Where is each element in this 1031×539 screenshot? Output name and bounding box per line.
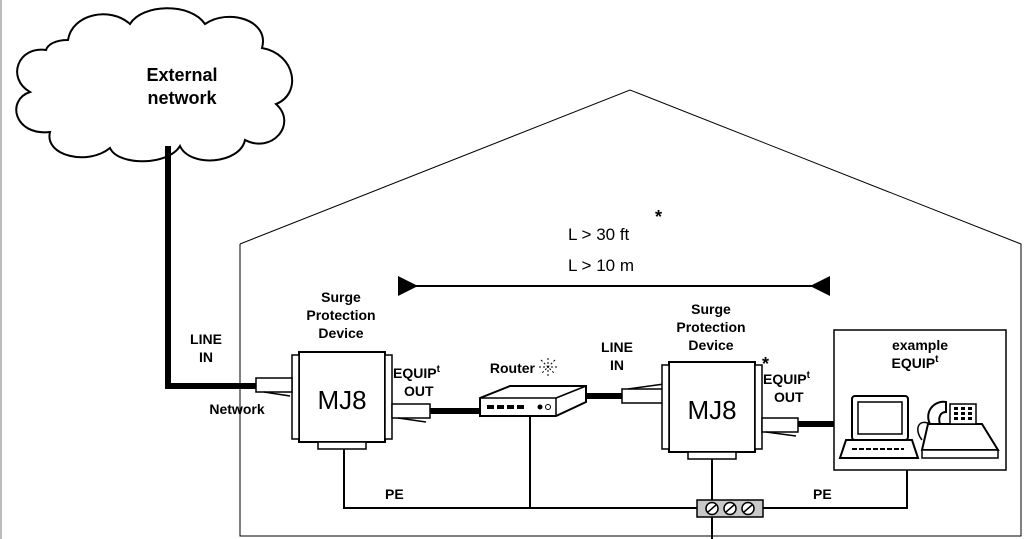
spd-right-out-label: OUT [774, 389, 804, 405]
rj45-plug-right-in [621, 383, 669, 404]
computer-icon [838, 395, 920, 459]
spd-left-line-in-1: LINE [190, 331, 222, 347]
spd-right-asterisk: * [762, 354, 769, 374]
spd-left-line-in-2: IN [199, 349, 213, 365]
distance-feet-label: L > 30 ft [568, 225, 630, 244]
spd-right-line-in-1: LINE [601, 339, 633, 355]
rj45-plug-left-in [255, 377, 293, 397]
pe-label-left: PE [385, 486, 404, 502]
spd-right-title-1: Surge [691, 301, 731, 317]
telephone-icon [917, 400, 1000, 459]
spd-right-equip-label: EQUIPt [763, 370, 811, 387]
distance-asterisk: * [655, 207, 662, 227]
external-network-cloud: External network [15, 7, 293, 163]
spd-right-title-3: Device [688, 337, 733, 353]
surge-protection-device-right: Surge Protection Device MJ8 LINE IN * EQ… [601, 301, 811, 460]
cloud-label-line2: network [147, 88, 217, 108]
spd-right-title-2: Protection [676, 319, 745, 335]
spd-left-out-label: OUT [404, 383, 434, 399]
router-activity-icon [539, 358, 557, 376]
spd-right-model: MJ8 [687, 395, 736, 425]
example-equipment-box: example EQUIPt [833, 329, 1007, 471]
distance-annotation: L > 30 ft * L > 10 m [398, 207, 830, 296]
router-label: Router [490, 360, 536, 376]
spd-left-title-3: Device [318, 325, 363, 341]
distance-meters-label: L > 10 m [568, 256, 634, 275]
cloud-label-line1: External [146, 65, 217, 85]
pe-label-right: PE [813, 486, 832, 502]
spd-left-model: MJ8 [317, 385, 366, 415]
spd-right-line-in-2: IN [610, 357, 624, 373]
spd-left-title-1: Surge [321, 289, 361, 305]
spd-left-network-label: Network [209, 401, 264, 417]
spd-left-title-2: Protection [306, 307, 375, 323]
equipment-label-line2: EQUIPt [892, 354, 940, 371]
spd-left-equip-label: EQUIPt [393, 364, 441, 381]
building-outline [239, 89, 1022, 537]
ground-terminal-block [696, 499, 764, 518]
rj45-plug-right-out [761, 417, 799, 437]
equipment-label-line1: example [892, 337, 948, 353]
network-cable [165, 146, 256, 389]
surge-protection-device-left: Surge Protection Device MJ8 LINE IN Netw… [190, 289, 441, 450]
rj45-plug-left-out [391, 403, 431, 423]
router: Router [479, 358, 587, 417]
ground-wiring: PE PE [343, 402, 908, 539]
